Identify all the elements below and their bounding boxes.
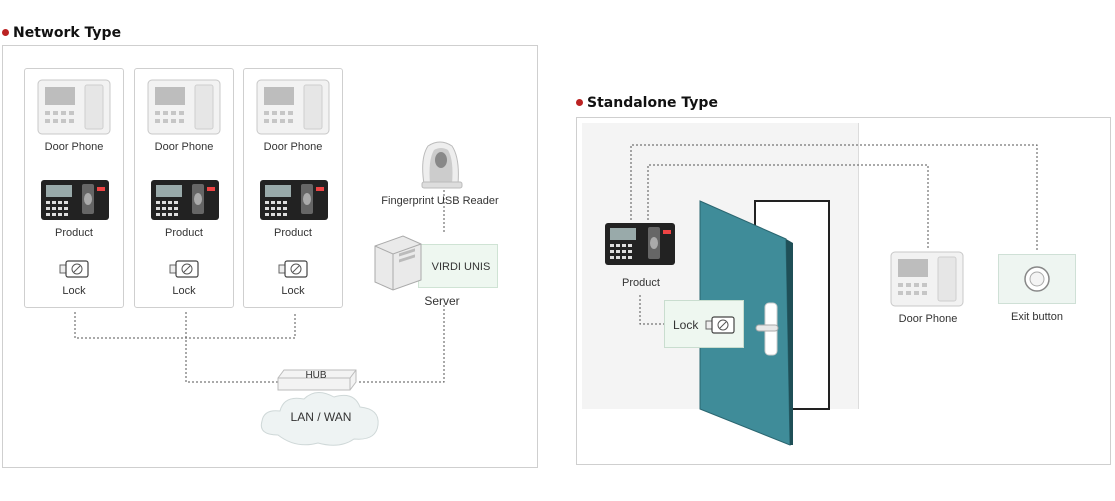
bullet-icon	[2, 28, 9, 36]
network-column-1: Door Phone Product Lock	[24, 68, 124, 308]
lock-icon	[278, 260, 308, 278]
lock-icon	[59, 260, 89, 278]
server-software-label: VIRDI UNIS	[431, 261, 491, 273]
product-icon	[41, 180, 109, 220]
network-title: Network Type	[2, 25, 121, 41]
network-column-3: Door Phone Product Lock	[243, 68, 343, 308]
server-icon	[374, 235, 422, 291]
exit-button-box	[998, 254, 1076, 304]
door-phone-label: Door Phone	[44, 141, 104, 153]
room-corner-line	[858, 123, 859, 409]
lock-label: Lock	[281, 285, 305, 297]
hub-label: HUB	[305, 370, 327, 381]
network-connection-lines	[74, 190, 445, 383]
fingerprint-reader-label: Fingerprint USB Reader	[381, 195, 499, 207]
standalone-title: Standalone Type	[576, 95, 718, 111]
standalone-product-icon	[605, 223, 675, 265]
lock-label: Lock	[62, 285, 86, 297]
server-software-box: VIRDI UNIS	[418, 244, 498, 288]
door-phone-icon	[147, 79, 221, 135]
standalone-lock-box: Lock	[664, 300, 744, 348]
door-phone-label: Door Phone	[263, 141, 323, 153]
lock-icon	[705, 316, 735, 334]
product-icon	[260, 180, 328, 220]
hub-icon	[277, 369, 357, 391]
lan-wan-label: LAN / WAN	[290, 410, 352, 424]
exit-button-icon	[1024, 266, 1050, 292]
product-label: Product	[274, 227, 312, 239]
network-column-2: Door Phone Product Lock	[134, 68, 234, 308]
exit-button-label: Exit button	[1011, 311, 1063, 323]
bullet-icon	[576, 98, 583, 106]
door-phone-icon	[37, 79, 111, 135]
door-phone-icon	[256, 79, 330, 135]
standalone-lock-label: Lock	[673, 318, 699, 332]
lock-label: Lock	[172, 285, 196, 297]
standalone-door-phone-label: Door Phone	[898, 313, 958, 325]
door-phone-label: Door Phone	[154, 141, 214, 153]
standalone-door-phone-icon	[890, 251, 964, 307]
standalone-connection-lines	[630, 144, 1038, 325]
product-label: Product	[55, 227, 93, 239]
standalone-product-label: Product	[622, 277, 660, 289]
product-icon	[151, 180, 219, 220]
door-icon	[699, 200, 793, 446]
product-label: Product	[165, 227, 203, 239]
cloud-icon	[260, 392, 379, 446]
server-label: Server	[424, 294, 460, 308]
lock-icon	[169, 260, 199, 278]
fingerprint-reader-icon	[421, 141, 463, 189]
